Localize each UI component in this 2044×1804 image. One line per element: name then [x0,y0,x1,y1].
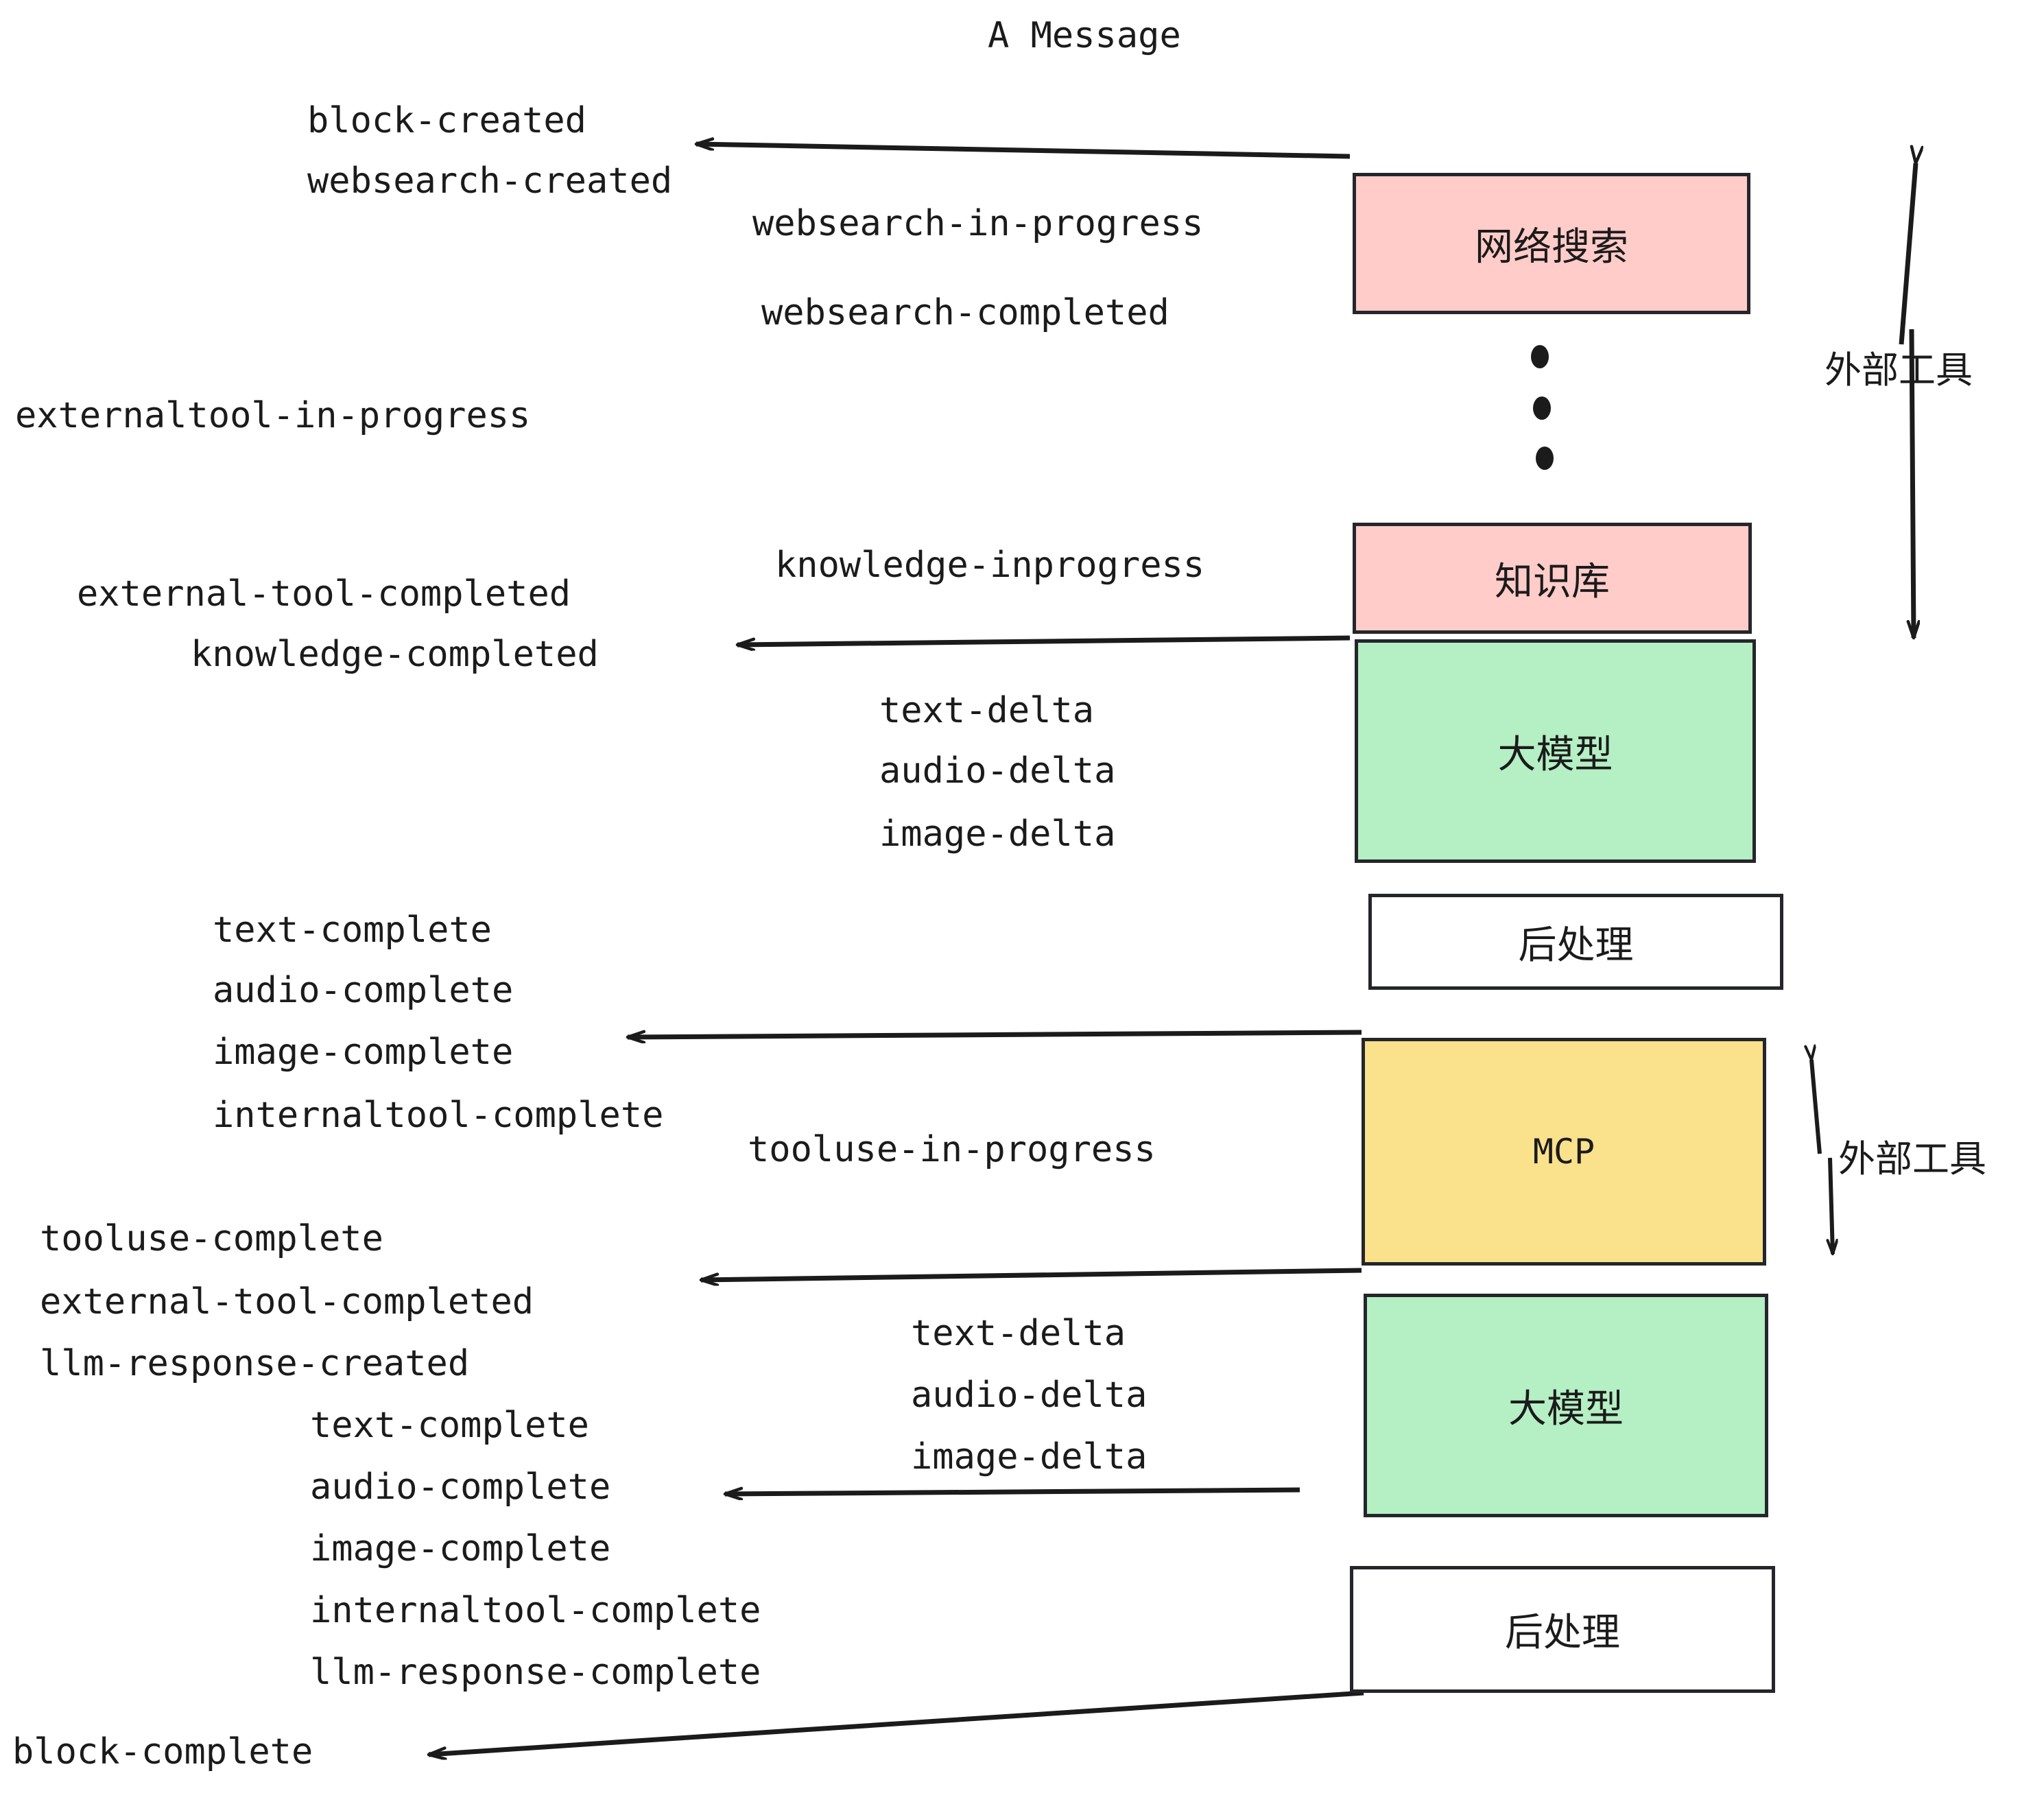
node-llm-2[interactable]: 大模型 [1364,1294,1768,1517]
arrow-llm2-to-events [725,1490,1300,1494]
arrow-mcp-to-events [701,1268,1362,1280]
external-tools-top-label: 外部工具 [1825,348,1973,392]
node-llm-1[interactable]: 大模型 [1355,639,1756,863]
node-knowledge[interactable]: 知识库 [1353,523,1752,634]
event-text-delta-2: text-delta [911,1313,1126,1354]
event-block-complete: block-complete [12,1731,313,1772]
page-title: A Message [988,15,1181,56]
node-postprocess-2-label: 后处理 [1505,1611,1620,1655]
node-llm-1-label: 大模型 [1497,732,1613,777]
arrow-postprocess1-to-events [628,1030,1362,1037]
external-tools-bottom-arrow-icon [1811,1060,1833,1254]
event-image-complete-1: image-complete [213,1032,514,1073]
event-block-created: block-created [307,100,586,141]
arrow-websearch-to-events [696,144,1351,159]
event-audio-complete-1: audio-complete [213,970,514,1011]
external-tools-bottom-label: 外部工具 [1838,1137,1986,1180]
event-text-complete-1: text-complete [213,910,492,951]
event-internaltool-complete-2: internaltool-complete [310,1590,761,1631]
node-llm-2-label: 大模型 [1508,1386,1624,1432]
event-external-tool-completed-2: external-tool-completed [40,1281,534,1322]
event-llm-response-created: llm-response-created [40,1343,470,1384]
event-tooluse-in-progress: tooluse-in-progress [748,1129,1156,1170]
event-image-complete-2: image-complete [310,1528,611,1569]
event-text-complete-2: text-complete [310,1405,589,1446]
event-websearch-completed: websearch-completed [761,292,1169,333]
event-websearch-created: websearch-created [307,161,673,202]
node-postprocess-1[interactable]: 后处理 [1368,894,1783,990]
external-tools-top-arrow-icon [1899,163,1916,638]
node-knowledge-label: 知识库 [1495,559,1610,604]
event-text-delta-1: text-delta [879,690,1095,731]
event-audio-complete-2: audio-complete [310,1467,611,1508]
arrow-knowledge-to-events [737,635,1351,645]
arrow-postprocess2-to-block-complete [429,1690,1364,1755]
event-knowledge-inprogress: knowledge-inprogress [775,545,1205,586]
node-websearch-label: 网络搜索 [1475,224,1628,270]
event-image-delta-2: image-delta [911,1436,1148,1477]
node-postprocess-1-label: 后处理 [1518,923,1634,968]
event-audio-delta-2: audio-delta [911,1375,1148,1416]
event-websearch-in-progress: websearch-in-progress [752,203,1204,244]
event-knowledge-completed: knowledge-completed [191,634,599,675]
event-audio-delta-1: audio-delta [879,750,1116,792]
node-mcp-label: MCP [1532,1132,1595,1172]
event-internaltool-complete-1: internaltool-complete [213,1095,664,1136]
node-postprocess-2[interactable]: 后处理 [1350,1566,1775,1693]
event-image-delta-1: image-delta [879,814,1116,855]
vertical-ellipsis-icon [1531,345,1554,470]
event-external-tool-completed-1: external-tool-completed [77,573,571,615]
event-tooluse-complete: tooluse-complete [40,1218,383,1259]
event-externaltool-in-progress: externaltool-in-progress [15,395,531,436]
node-mcp[interactable]: MCP [1362,1038,1766,1266]
event-llm-response-complete: llm-response-complete [310,1652,761,1693]
node-websearch[interactable]: 网络搜索 [1353,173,1750,314]
